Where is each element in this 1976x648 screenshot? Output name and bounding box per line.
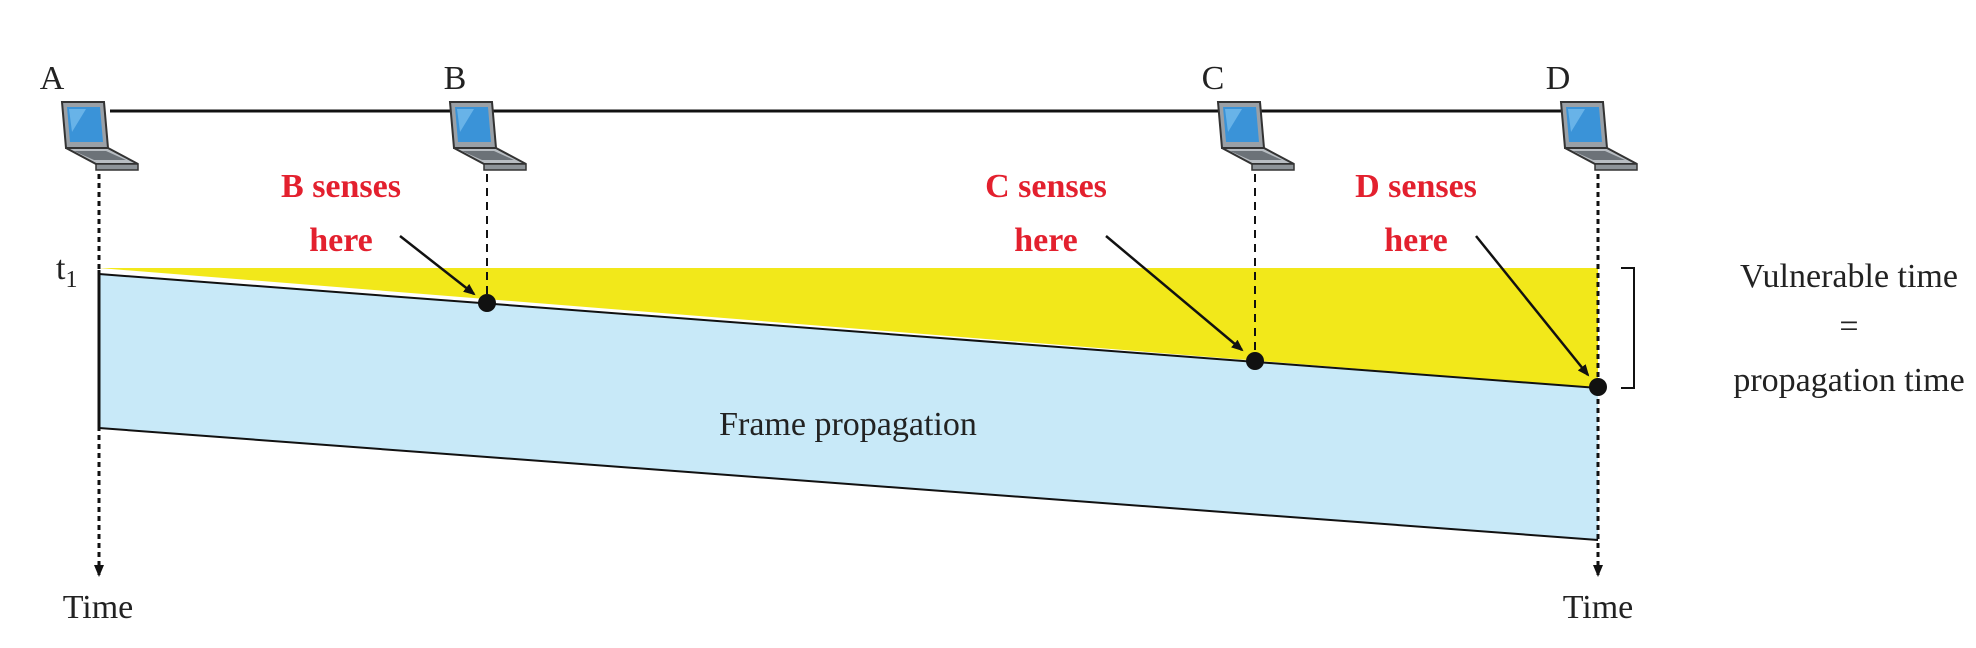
propagation-time-label: propagation time xyxy=(1733,362,1964,399)
vulnerable-equals-label: = xyxy=(1839,308,1858,345)
sense-dot-c xyxy=(1246,352,1264,370)
station-label-a: A xyxy=(40,60,65,97)
vulnerable-time-label: Vulnerable time xyxy=(1740,258,1958,295)
time-label-left: Time xyxy=(63,589,134,626)
t1-label: t1 xyxy=(56,250,77,293)
sense-dot-d xyxy=(1589,378,1607,396)
frame-trailing-edge xyxy=(98,427,1599,541)
d-here-label: here xyxy=(1384,222,1448,259)
c-senses-label: C senses xyxy=(985,168,1107,205)
vulnerable-bracket xyxy=(1621,267,1635,389)
station-label-c: C xyxy=(1202,60,1225,97)
station-label-b: B xyxy=(444,60,467,97)
frame-propagation-label: Frame propagation xyxy=(719,406,977,443)
pointer-arrow-d xyxy=(1475,235,1590,377)
frame-propagation-region xyxy=(99,274,1598,540)
time-label-right: Time xyxy=(1563,589,1634,626)
vulnerable-region xyxy=(99,268,1598,388)
c-here-label: here xyxy=(1014,222,1078,259)
pointer-arrow-c xyxy=(1105,235,1244,352)
t1-subscript: 1 xyxy=(65,267,77,293)
d-senses-label: D senses xyxy=(1355,168,1477,205)
sense-dot-b xyxy=(478,294,496,312)
station-label-d: D xyxy=(1546,60,1571,97)
pointer-arrow-b xyxy=(399,235,476,296)
b-senses-label: B senses xyxy=(281,168,401,205)
laptop-icon xyxy=(1560,101,1638,171)
frame-leading-edge xyxy=(98,273,1599,389)
b-here-label: here xyxy=(309,222,373,259)
